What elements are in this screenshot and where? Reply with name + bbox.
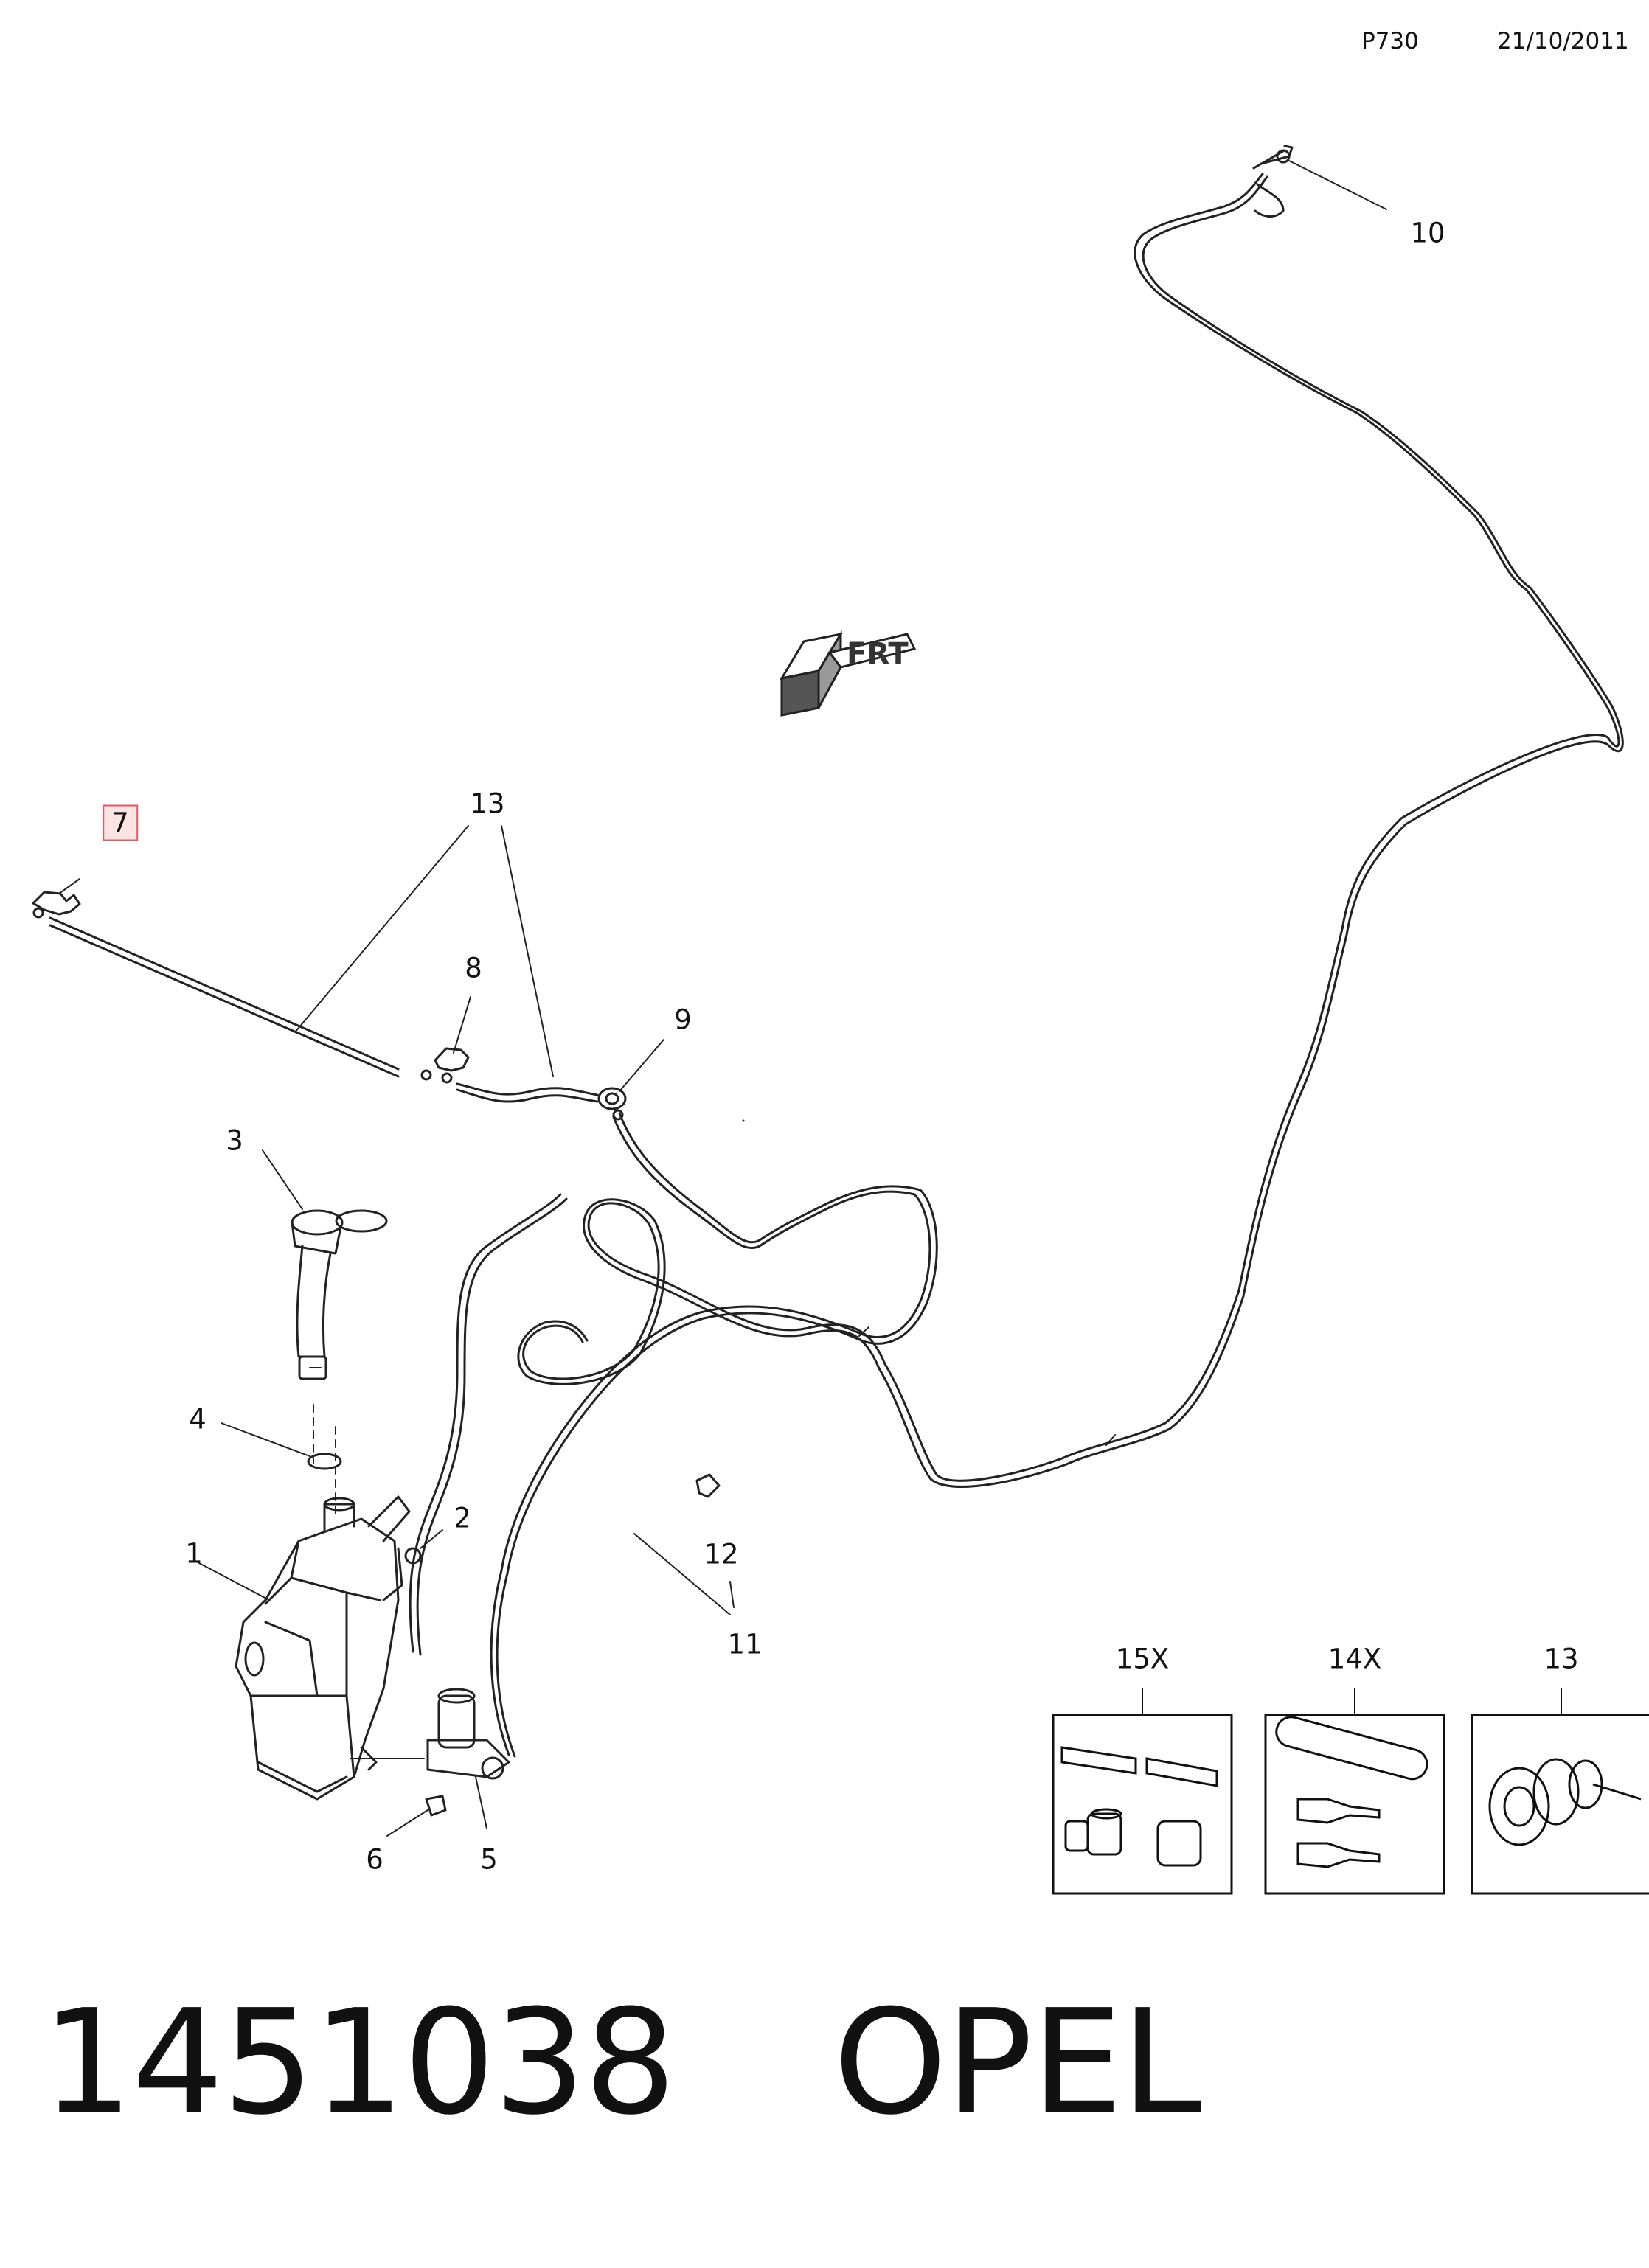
pump-5 <box>426 1688 510 1829</box>
callout-11: 11 <box>727 1628 763 1660</box>
pump-hose <box>409 1193 568 1656</box>
grommet-9 <box>597 1039 664 1121</box>
diagram-date: 21/10/2011 <box>1497 28 1629 55</box>
leader-10 <box>1288 160 1387 210</box>
brand-name: OPEL <box>833 1979 1202 2147</box>
callout-7[interactable]: 7 <box>103 804 138 841</box>
jet-8 <box>420 996 471 1084</box>
callout-8: 8 <box>465 952 482 984</box>
jet-7 <box>32 878 81 919</box>
front-washer-hose <box>49 916 1116 1758</box>
callout-6: 6 <box>366 1843 383 1876</box>
callout-3: 3 <box>226 1124 243 1157</box>
frt-label: FRT <box>847 637 909 671</box>
callout-9: 9 <box>674 1003 692 1036</box>
callout-12: 12 <box>704 1538 739 1570</box>
callout-2: 2 <box>454 1502 471 1534</box>
leader-13b <box>501 825 554 1077</box>
callout-5: 5 <box>480 1843 498 1876</box>
fastener-6 <box>386 1795 447 1837</box>
inset-14x <box>1264 1714 1445 1895</box>
fastener-2 <box>404 1529 443 1565</box>
front-direction-marker: FRT <box>779 630 917 717</box>
clip-12 <box>695 1473 735 1608</box>
seal-4 <box>221 1422 342 1470</box>
callout-4: 4 <box>189 1403 206 1436</box>
callout-13: 13 <box>470 787 505 820</box>
inset-boxes <box>1052 1688 1649 1895</box>
callout-1: 1 <box>185 1537 203 1570</box>
rear-washer-hose <box>517 173 1624 1488</box>
leader-13a <box>294 825 469 1033</box>
reservoir-1 <box>198 1495 425 1801</box>
part-number: 1451038 <box>41 1979 676 2147</box>
inset-label-14x: 14X <box>1327 1643 1382 1675</box>
inset-label-13: 13 <box>1544 1643 1579 1675</box>
inset-15x <box>1052 1714 1233 1895</box>
callout-10: 10 <box>1410 217 1445 249</box>
leader-11 <box>633 1533 731 1615</box>
filler-neck-3 <box>262 1149 388 1520</box>
diagram-code: P730 <box>1361 28 1419 55</box>
inset-label-15x: 15X <box>1115 1643 1170 1675</box>
nozzle-10 <box>1252 145 1294 218</box>
inset-13 <box>1471 1714 1649 1895</box>
